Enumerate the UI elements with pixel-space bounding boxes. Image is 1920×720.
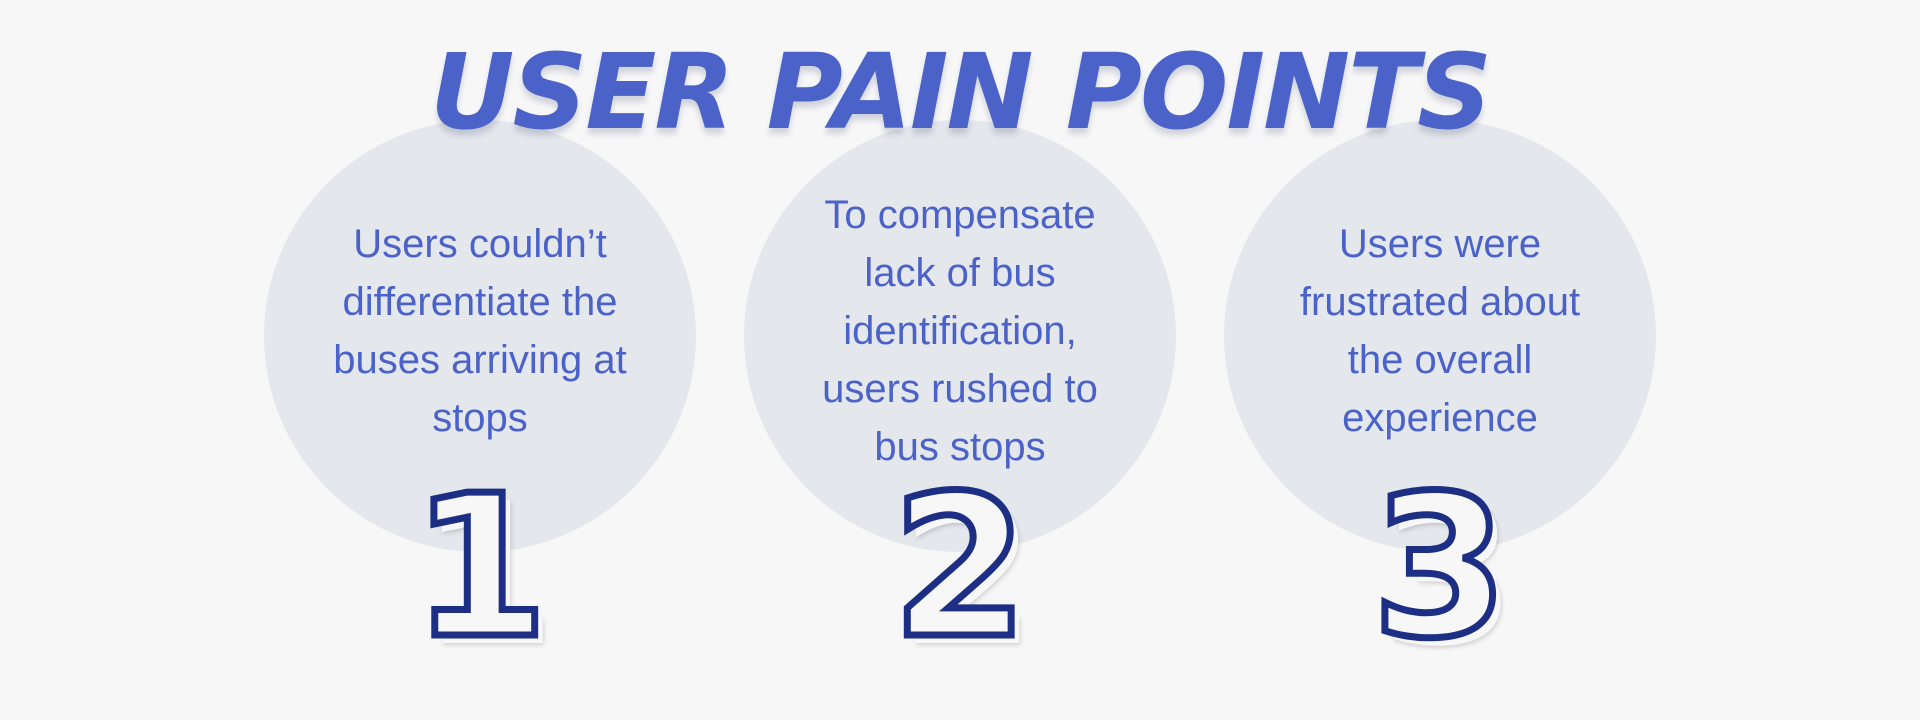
pain-point-2-description: To compensate lack of bus identification… [822, 193, 1098, 469]
pain-point-1-number: 1 [408, 454, 551, 682]
pain-point-3: Users were frustrated about the overall … [1224, 0, 1656, 670]
pain-point-1-description: Users couldn’t differentiate the buses a… [333, 222, 627, 440]
pain-point-3-description: Users were frustrated about the overall … [1299, 222, 1581, 440]
pain-point-1: Users couldn’t differentiate the buses a… [264, 0, 696, 670]
pain-point-3-circle [1224, 120, 1656, 552]
pain-point-2: To compensate lack of bus identification… [744, 0, 1176, 670]
pain-point-2-number: 2 [888, 454, 1031, 682]
pain-point-3-number: 3 [1368, 454, 1511, 682]
page-title: USER PAIN POINTS [430, 31, 1492, 153]
pain-point-1-circle [264, 120, 696, 552]
pain-point-2-circle [744, 120, 1176, 552]
